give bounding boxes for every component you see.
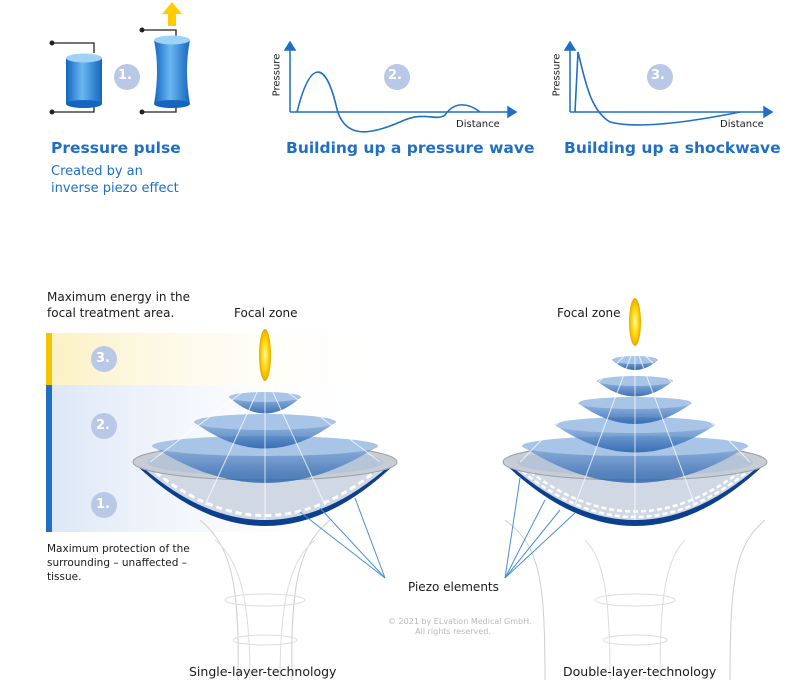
protection-note-line1: Maximum protection of the [47,543,190,555]
expansion-arrow-icon [162,2,182,26]
piezo-elements-label: Piezo elements [408,580,499,594]
focal-zone-flame-right [629,298,641,346]
double-layer-transducer [502,298,768,681]
piezo-cylinder-expanded [139,2,190,115]
double-layer-caption: Double-layer-technology [563,664,717,679]
pressure-wave-chart [283,40,518,133]
focal-zone-flame-left [259,329,271,381]
zone-circle-2 [91,413,117,439]
shockwave-y-axis: Pressure [551,53,563,97]
protection-note-line2: surrounding – unaffected – [47,557,187,569]
pressure-wave-y-axis: Pressure [271,53,283,97]
shockwave-title: Building up a shockwave [564,139,781,157]
piezo-cylinder-rest [49,40,102,115]
pulse-desc-line2: inverse piezo effect [51,181,179,196]
copyright-line2: All rights reserved. [415,627,491,636]
energy-note-line2: focal treatment area. [47,306,175,320]
zone-bar-yellow [46,333,52,385]
zone-circle-3 [91,346,117,372]
step-circle-1 [114,64,140,90]
pressure-wave-x-axis: Distance [456,119,500,130]
energy-note-line1: Maximum energy in the [47,290,191,304]
pressure-wave-title: Building up a pressure wave [286,139,535,157]
step-label-2: 2. [388,68,402,83]
zone-circle-1 [91,492,117,518]
step-label-1: 1. [118,68,132,83]
focal-zone-label-left: Focal zone [234,306,298,320]
zone-label-2: 2. [96,418,110,433]
step-circle-2 [384,64,410,90]
pulse-desc-line1: Created by an [51,164,143,179]
step-circle-3 [647,64,673,90]
piezo-pointer-lines [299,477,576,579]
zone-bar-blue [46,385,52,532]
zone-label-1: 1. [96,497,110,512]
protection-note-line3: tissue. [47,571,82,583]
shockwave-chart [563,40,774,126]
shockwave-x-axis: Distance [720,119,764,130]
single-layer-caption: Single-layer-technology [189,664,337,679]
pulse-title: Pressure pulse [51,139,181,157]
single-layer-transducer [132,329,398,681]
step-label-3: 3. [651,68,665,83]
copyright-line1: © 2021 by ELvation Medical GmbH. [388,617,532,626]
focal-zone-label-right: Focal zone [557,306,621,320]
zone-label-3: 3. [96,351,110,366]
